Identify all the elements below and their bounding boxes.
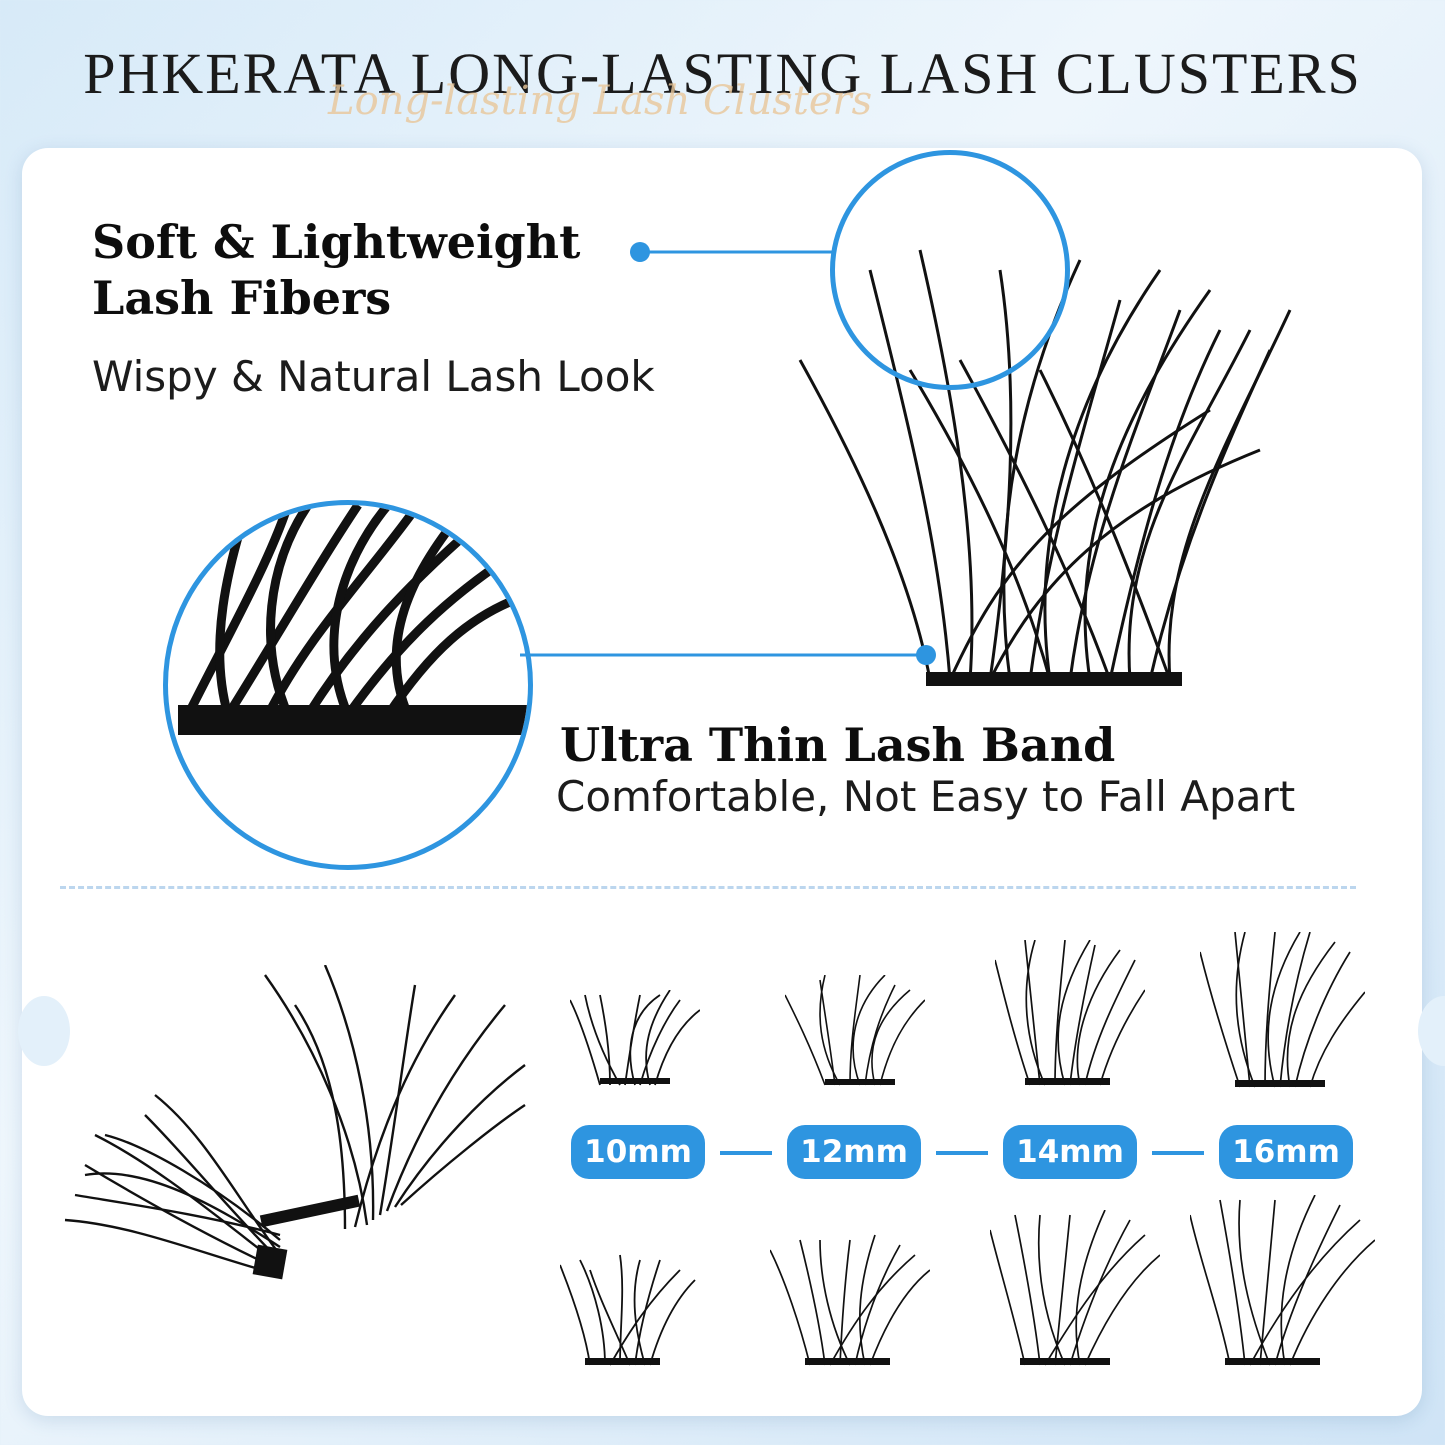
- lash-sample-10mm-top: [570, 990, 700, 1086]
- lash-cluster-pair: [64, 965, 526, 1280]
- length-dash: [1152, 1151, 1204, 1155]
- band-heading: Ultra Thin Lash Band: [560, 718, 1116, 772]
- fibers-connector: [630, 242, 836, 262]
- lash-sample-12mm-bottom: [770, 1234, 930, 1366]
- length-pill-12mm: 12mm: [787, 1125, 921, 1179]
- fibers-heading-line1: Soft & Lightweight: [92, 215, 581, 269]
- dashed-divider: [60, 886, 1356, 889]
- lash-sample-14mm-bottom: [990, 1210, 1160, 1366]
- length-pill-14mm: 14mm: [1003, 1125, 1137, 1179]
- lash-sample-16mm-top: [1200, 932, 1365, 1088]
- band-connector: [520, 645, 936, 665]
- card-notch-right: [1418, 996, 1445, 1066]
- length-dash: [720, 1151, 772, 1155]
- lash-sample-12mm-top: [785, 975, 925, 1086]
- length-dash: [936, 1151, 988, 1155]
- band-zoom-lens: [163, 500, 533, 870]
- script-watermark: Long-lasting Lash Clusters: [327, 78, 872, 124]
- script-watermark-text: Long-lasting Lash Clusters: [327, 78, 872, 124]
- length-pill-10mm: 10mm: [571, 1125, 705, 1179]
- band-description: Comfortable, Not Easy to Fall Apart: [556, 772, 1296, 821]
- fibers-heading: Soft & Lightweight Lash Fibers: [92, 214, 580, 326]
- length-pill-16mm: 16mm: [1219, 1125, 1353, 1179]
- card-notch-left: [18, 996, 70, 1066]
- page-title: PHKERATA LONG-LASTING LASH CLUSTERS: [83, 41, 1362, 106]
- fibers-description: Wispy & Natural Lash Look: [92, 352, 655, 401]
- fiber-zoom-lens: [830, 150, 1070, 390]
- lash-sample-14mm-top: [995, 940, 1145, 1086]
- fibers-heading-line2: Lash Fibers: [92, 271, 392, 325]
- lash-sample-16mm-bottom: [1190, 1195, 1375, 1366]
- band-zoom-image: [178, 505, 528, 735]
- lash-sample-10mm-bottom: [560, 1254, 696, 1366]
